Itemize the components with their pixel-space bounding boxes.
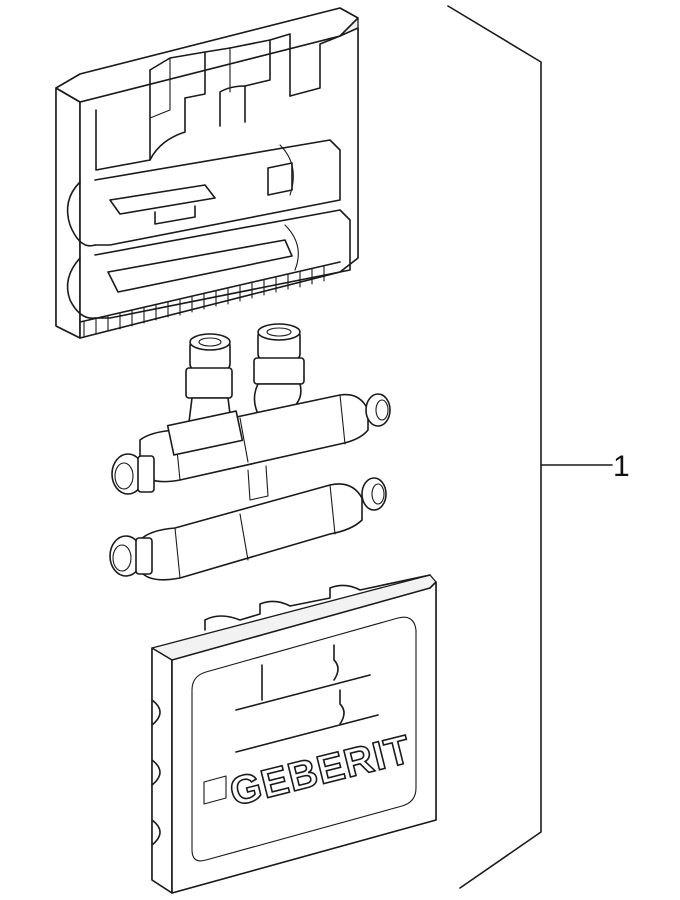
manifold-fitting [109,323,391,581]
assembly-bracket [447,5,613,889]
callout-number: 1 [613,450,630,483]
protective-cover [151,574,437,894]
insulation-shell [55,7,359,339]
